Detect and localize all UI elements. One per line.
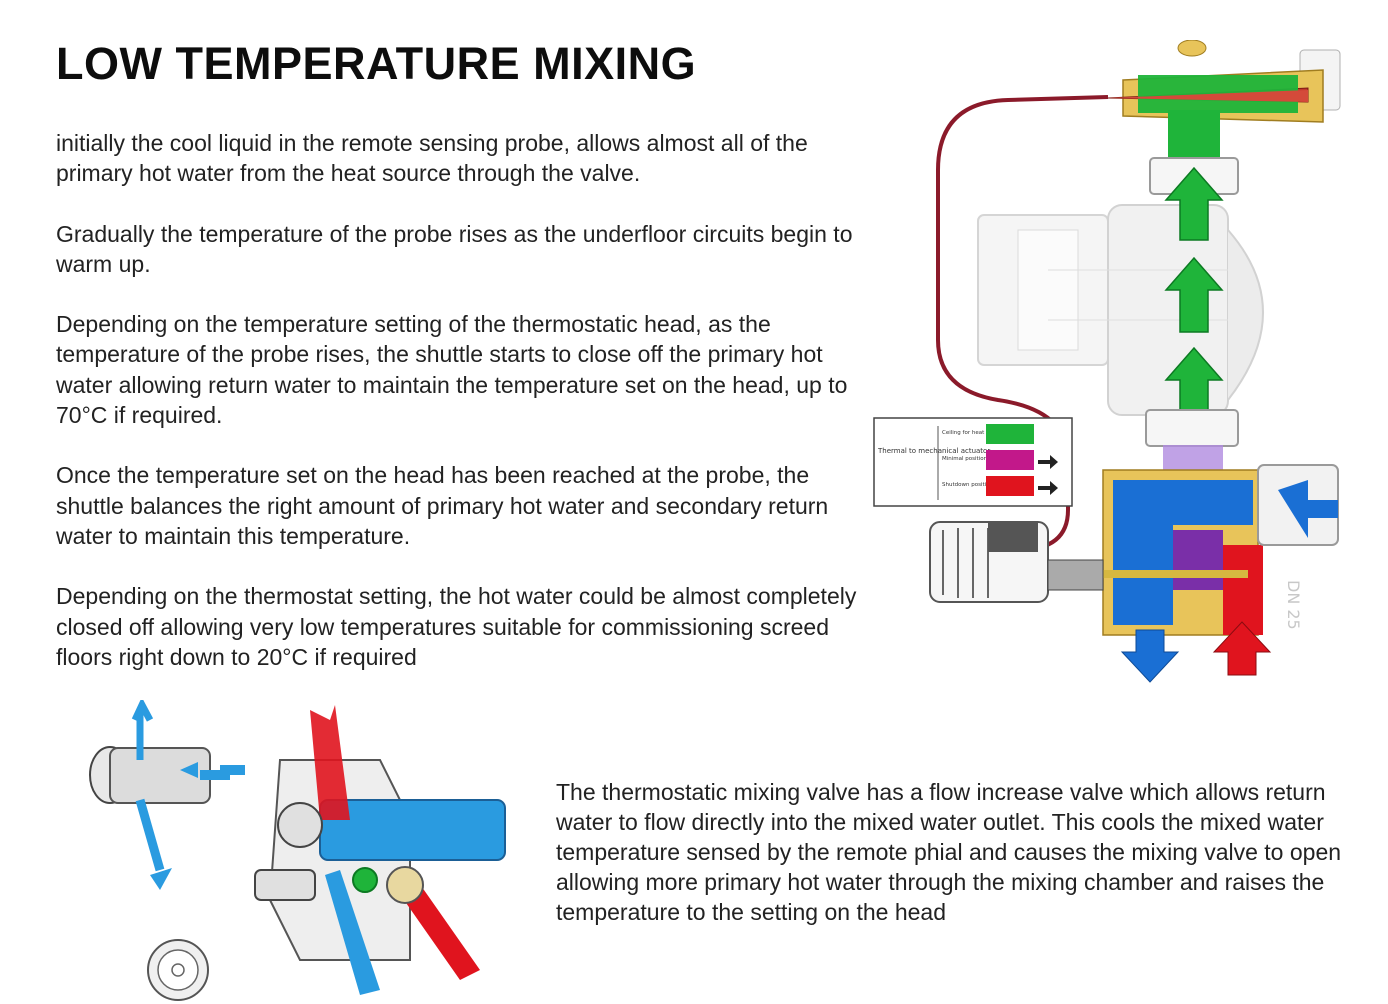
thermostatic-head-icon <box>929 521 1104 603</box>
paragraph: initially the cool liquid in the remote … <box>56 130 808 187</box>
page-title: LOW TEMPERATURE MIXING <box>56 38 697 89</box>
sensing-probe-icon <box>1107 40 1341 195</box>
flow-increase-note: The thermostatic mixing valve has a flow… <box>556 779 1342 926</box>
svg-text:DN 25: DN 25 <box>1284 580 1303 630</box>
paragraph: Depending on the thermostat setting, the… <box>56 583 857 670</box>
flow-arrow-up-icon <box>1212 621 1272 676</box>
flow-increase-valve-diagram <box>89 700 506 1001</box>
pump-body-icon <box>977 204 1264 416</box>
dial-icon <box>147 939 209 1001</box>
legend-item: Shutdown position <box>942 482 994 488</box>
mixing-valve-cutaway-icon <box>254 705 506 995</box>
flow-increase-valve-icon <box>89 700 245 890</box>
actuator-legend: Thermal to mechanical actuator Ceiling f… <box>873 417 1073 507</box>
body-text: initially the cool liquid in the remote … <box>56 128 871 702</box>
paragraph: Depending on the temperature setting of … <box>56 311 848 429</box>
paragraph: Once the temperature set on the head has… <box>56 462 829 549</box>
capillary-line <box>936 95 1109 552</box>
legend-item: Minimal position <box>942 456 988 462</box>
mixing-valve-diagram: DN 25 Thermal to mechanical actuator Cei… <box>873 40 1341 683</box>
flow-arrow-down-icon <box>1120 629 1180 683</box>
valve-body: DN 25 <box>1098 464 1339 636</box>
legend-title: Thermal to mechanical actuator <box>877 447 990 455</box>
legend-item: Ceiling for heat position <box>942 430 1008 436</box>
paragraph: Gradually the temperature of the probe r… <box>56 220 853 277</box>
